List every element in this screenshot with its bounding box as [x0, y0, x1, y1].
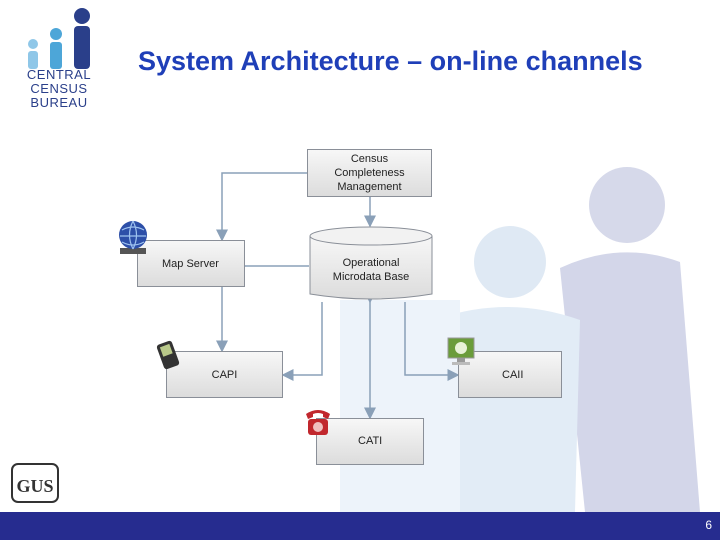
- page-title: System Architecture – on-line channels: [138, 46, 643, 76]
- census-bureau-logo: [28, 8, 90, 69]
- cawi-box: CAII: [458, 351, 562, 398]
- logo-line1: CENTRAL: [26, 67, 92, 82]
- operational-db-shape: [309, 226, 433, 300]
- operational-line2: Microdata Base: [332, 271, 410, 283]
- page-number: 6: [705, 518, 712, 532]
- capi-box: CAPI: [166, 351, 283, 398]
- census-line1: Census: [350, 153, 389, 165]
- capi-label: CAPI: [211, 368, 238, 381]
- logo-text: CENTRAL CENSUS BUREAU: [6, 68, 112, 110]
- operational-line1: Operational: [342, 257, 400, 269]
- census-line3: Management: [337, 181, 402, 193]
- map-server-box: Map Server: [137, 240, 245, 287]
- globe-server-icon: [119, 220, 147, 254]
- cawi-label: CAII: [502, 368, 524, 381]
- cati-box: CATI: [316, 418, 424, 465]
- svg-text:GUS: GUS: [16, 476, 53, 496]
- gus-logo: GUS: [11, 463, 59, 503]
- census-line2: Completeness: [334, 167, 405, 179]
- telephone-icon: [306, 410, 330, 435]
- logo-line2: CENSUS BUREAU: [30, 81, 88, 110]
- footer-bar: 6: [0, 512, 720, 540]
- handheld-device-icon: [156, 340, 180, 370]
- monitor-icon: [447, 337, 475, 365]
- map-server-label: Map Server: [162, 258, 219, 270]
- operational-db-label: Operational Microdata Base: [309, 256, 433, 284]
- census-completeness-box: Census Completeness Management: [307, 149, 432, 197]
- cati-label: CATI: [358, 435, 383, 447]
